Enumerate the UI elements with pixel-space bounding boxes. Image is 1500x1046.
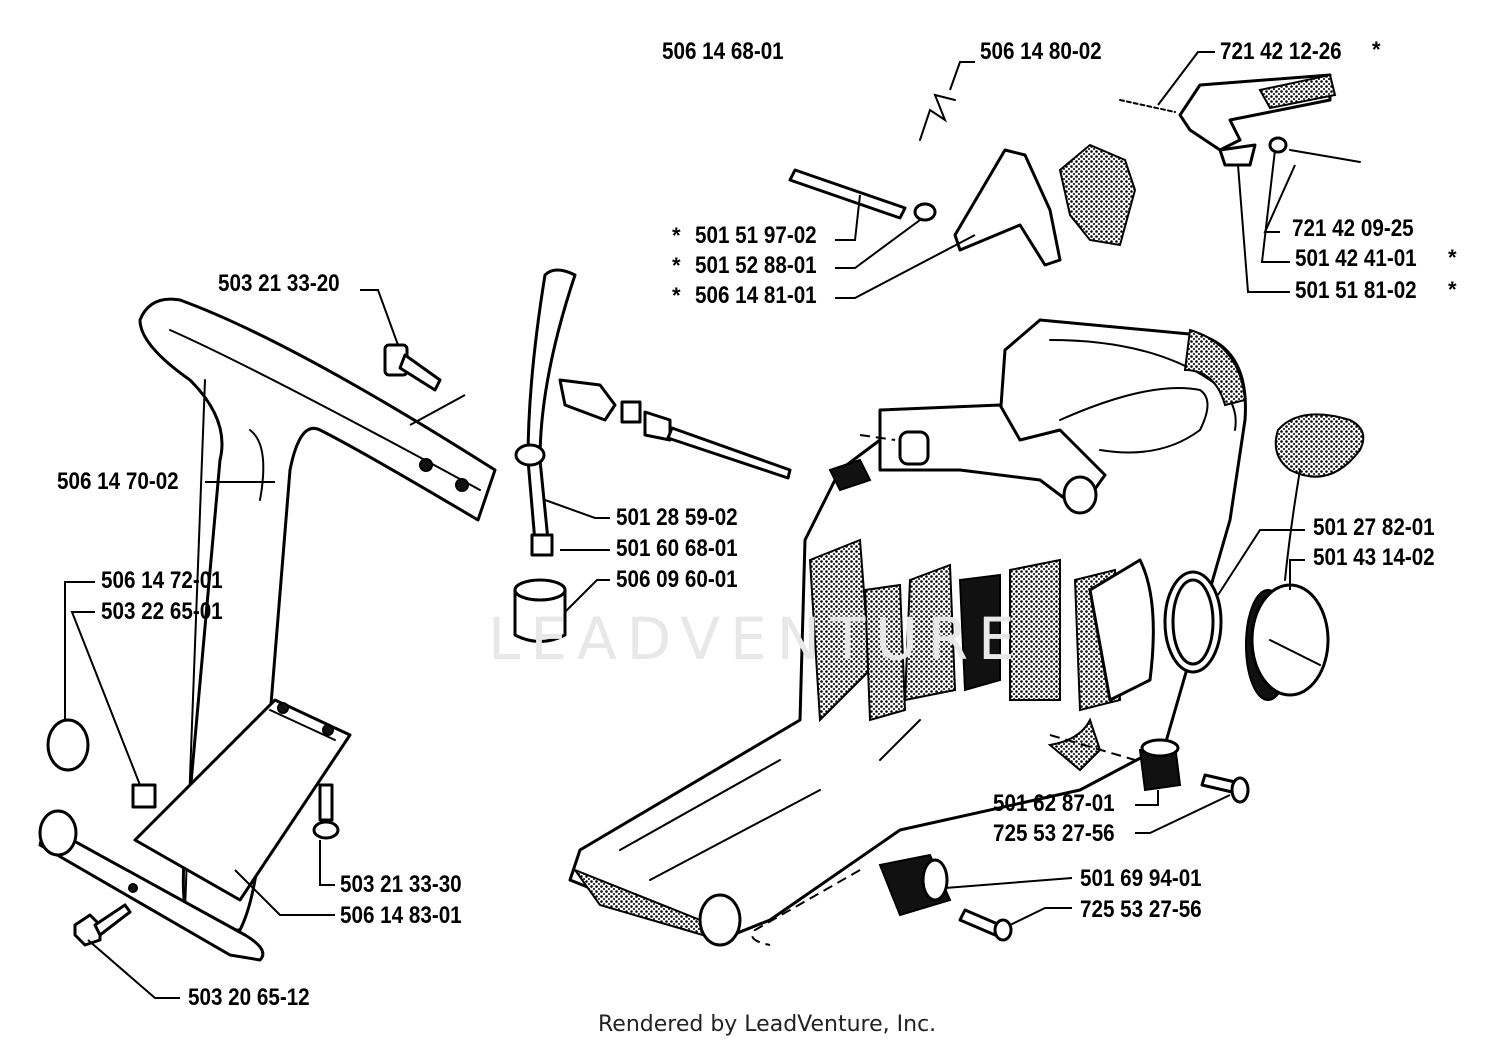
bolt-503-21-33-30 [312,783,340,840]
label-501-27-82-01: 501 27 82-01 [1313,514,1435,541]
label-506-14-83-01: 506 14 83-01 [340,902,462,929]
asterisk-marker: * [672,283,681,308]
av-mount-lower [878,853,952,917]
label-501-52-88-01: 501 52 88-01 [695,252,817,279]
nut [131,783,157,809]
label-725-53-27-56-lower: 725 53 27-56 [1080,896,1202,923]
o-ring-inner [1171,578,1215,666]
watermark-text: LEADVENTURE [488,605,1025,673]
footer-credit: Rendered by LeadVenture, Inc. [598,1012,937,1037]
asterisk-marker: * [1448,277,1457,302]
throttle-lever [1119,73,1361,167]
throttle-trigger [953,143,1137,267]
label-721-42-09-25: 721 42 09-25 [1292,215,1414,242]
fuel-hose [514,268,577,557]
label-501-51-97-02: 501 51 97-02 [695,222,817,249]
asterisk-marker: * [672,253,681,278]
label-506-14-81-01: 506 14 81-01 [695,282,817,309]
cap-strap [1284,469,1301,581]
screw-upper [1200,773,1250,804]
label-506-14-80-02: 506 14 80-02 [980,38,1102,65]
screw-503-21-33-20 [383,343,442,392]
crankcase-tank [568,318,1247,947]
label-503-22-65-01: 503 22 65-01 [101,598,223,625]
fuel-cap [1245,583,1330,701]
plug-cap [46,718,90,772]
label-501-43-14-02: 501 43 14-02 [1313,544,1435,571]
label-501-51-81-02: 501 51 81-02 [1295,277,1417,304]
label-503-21-33-20: 503 21 33-20 [218,270,340,297]
asterisk-marker: * [672,223,681,248]
screw-lower [958,908,1013,942]
leader-lines [64,51,1305,999]
label-721-42-12-26: 721 42 12-26 [1220,38,1342,65]
oil-cap-top [1274,413,1365,478]
asterisk-marker: * [1372,37,1381,62]
label-506-14-72-01: 506 14 72-01 [101,567,223,594]
pickup-assembly [558,378,792,480]
handle-base-tube [38,698,352,962]
av-mount-upper [1138,738,1182,792]
label-501-62-87-01: 501 62 87-01 [993,790,1115,817]
fuel-filter [513,578,567,643]
label-506-14-68-01: 506 14 68-01 [662,38,784,65]
label-501-69-94-01: 501 69 94-01 [1080,865,1202,892]
bolt-503-20-65-12 [73,903,132,947]
label-503-21-33-30: 503 21 33-30 [340,871,462,898]
asterisk-marker: * [1448,245,1457,270]
label-501-28-59-02: 501 28 59-02 [616,504,738,531]
label-503-20-65-12: 503 20 65-12 [188,984,310,1011]
label-501-60-68-01: 501 60 68-01 [616,535,738,562]
throttle-spring [919,93,956,141]
label-725-53-27-56-upper: 725 53 27-56 [993,820,1115,847]
throttle-rod [788,168,937,222]
label-506-09-60-01: 506 09 60-01 [616,566,738,593]
label-501-42-41-01: 501 42 41-01 [1295,245,1417,272]
label-506-14-70-02: 506 14 70-02 [57,468,179,495]
